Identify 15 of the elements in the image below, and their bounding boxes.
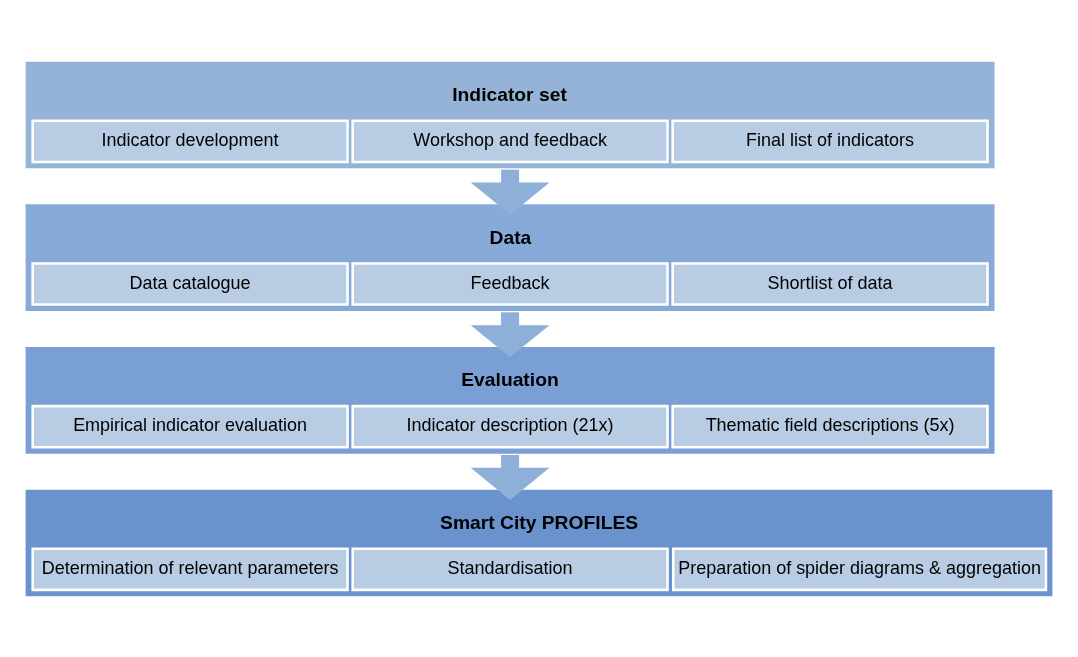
- arrow: [470, 311, 550, 357]
- node-box: Determination of relevant parameters: [31, 546, 349, 591]
- node-box: Thematic field descriptions (5x): [671, 404, 989, 448]
- node-box: Data catalogue: [31, 261, 349, 306]
- node-box: Final list of indicators: [671, 119, 989, 163]
- arrow: [470, 169, 550, 215]
- node-box: Workshop and feedback: [351, 119, 669, 163]
- node-box: Shortlist of data: [671, 261, 989, 306]
- node-box: Feedback: [351, 261, 669, 306]
- node-box: Preparation of spider diagrams & aggregation: [672, 546, 1048, 591]
- node-box: Standardisation: [351, 546, 669, 591]
- arrow: [470, 454, 550, 500]
- node-box: Empirical indicator evaluation: [31, 404, 349, 448]
- node-box: Indicator description (21x): [351, 404, 669, 448]
- node-box: Indicator development: [31, 119, 349, 163]
